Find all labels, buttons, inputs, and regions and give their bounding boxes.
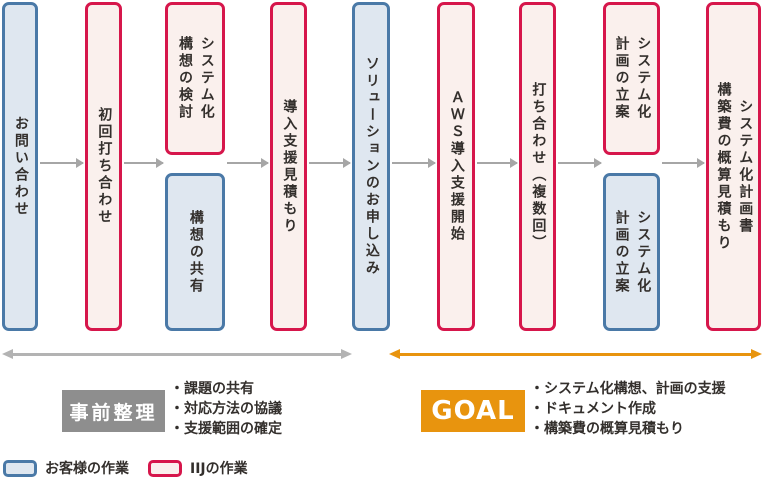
step-text: お問い合わせ bbox=[9, 116, 31, 218]
step-text-line: お問い合わせ bbox=[12, 115, 29, 218]
step-box-solution-apply: ソリューションのお申し込み bbox=[352, 2, 390, 331]
pre-phase-range-double-arrow-icon bbox=[2, 349, 352, 359]
arrow-right-icon bbox=[309, 158, 351, 168]
step-text-line: ソリューションのお申し込み bbox=[363, 56, 380, 277]
goal-phase-label: GOAL bbox=[421, 390, 525, 432]
step-text: 構想の共有 bbox=[184, 210, 206, 295]
step-text-line: 構想の検討 bbox=[177, 36, 193, 121]
step-text: システム化 構想の検討 bbox=[173, 36, 216, 121]
step-text-line: 打ち合わせ（複数回） bbox=[530, 81, 547, 252]
step-box-plan-draft-iij: システム化 計画の立案 bbox=[603, 2, 660, 155]
step-box-plan-draft-customer: システム化 計画の立案 bbox=[603, 173, 660, 331]
step-text: 打ち合わせ（複数回） bbox=[527, 82, 549, 252]
bullet-item: ・システム化構想、計画の支援 bbox=[530, 381, 726, 397]
customer-work-label: お客様の作業 bbox=[45, 461, 129, 477]
iij-work-label: IIJの作業 bbox=[190, 461, 248, 477]
arrow-right-icon bbox=[392, 158, 436, 168]
pre-phase-label: 事前整理 bbox=[62, 390, 165, 432]
step-box-first-meeting: 初回打ち合わせ bbox=[85, 2, 122, 331]
step-text-line: 構想の共有 bbox=[187, 209, 204, 295]
step-box-meetings-multiple: 打ち合わせ（複数回） bbox=[519, 2, 556, 331]
bullet-item: ・対応方法の協議 bbox=[170, 401, 282, 417]
step-box-concept-share: 構想の共有 bbox=[165, 173, 225, 331]
legend: お客様の作業 IIJの作業 bbox=[3, 458, 267, 478]
step-text-line: 導入支援見積もり bbox=[281, 98, 298, 235]
pre-phase-bullets: ・課題の共有 ・対応方法の協議 ・支援範囲の確定 bbox=[170, 379, 282, 439]
step-box-support-estimate: 導入支援見積もり bbox=[270, 2, 307, 331]
step-text-line: 構築費の概算見積もり bbox=[715, 81, 732, 252]
arrow-right-icon bbox=[40, 158, 84, 168]
step-text: システム化 計画の立案 bbox=[610, 210, 653, 295]
step-box-aws-support-start: ＡＷＳ導入支援開始 bbox=[437, 2, 475, 331]
goal-phase-bullets: ・システム化構想、計画の支援 ・ドキュメント作成 ・構築費の概算見積もり bbox=[530, 379, 726, 439]
step-text-line: システム化 bbox=[635, 209, 652, 295]
bullet-item: ・構築費の概算見積もり bbox=[530, 421, 684, 437]
arrow-right-icon bbox=[227, 158, 269, 168]
step-box-concept-study: システム化 構想の検討 bbox=[165, 2, 225, 155]
step-text: システム化 計画の立案 bbox=[610, 36, 653, 121]
step-text: ソリューションのお申し込み bbox=[360, 56, 382, 277]
arrow-right-icon bbox=[477, 158, 518, 168]
step-text-line: システム化計画書 bbox=[737, 98, 754, 235]
step-text-line: ＡＷＳ導入支援開始 bbox=[448, 90, 465, 243]
arrow-right-icon bbox=[124, 158, 164, 168]
bullet-item: ・ドキュメント作成 bbox=[530, 401, 656, 417]
step-text-line: システム化 bbox=[198, 36, 215, 121]
step-text: 初回打ち合わせ bbox=[93, 107, 115, 226]
step-text-line: システム化 bbox=[635, 36, 652, 121]
bullet-item: ・課題の共有 bbox=[170, 381, 254, 397]
step-text-line: 初回打ち合わせ bbox=[96, 107, 113, 226]
step-text-line: 計画の立案 bbox=[613, 36, 630, 121]
customer-work-swatch bbox=[3, 459, 37, 477]
step-text-line: 計画の立案 bbox=[613, 209, 630, 295]
iij-work-swatch bbox=[148, 459, 182, 477]
step-text: ＡＷＳ導入支援開始 bbox=[445, 90, 467, 243]
arrow-right-icon bbox=[558, 158, 602, 168]
goal-phase-range-double-arrow-icon bbox=[389, 349, 762, 359]
arrow-right-icon bbox=[662, 158, 705, 168]
step-box-deliverables: システム化計画書 構築費の概算見積もり bbox=[706, 2, 761, 331]
step-text: 導入支援見積もり bbox=[278, 99, 300, 235]
bullet-item: ・支援範囲の確定 bbox=[170, 421, 282, 437]
step-box-inquiry: お問い合わせ bbox=[2, 2, 38, 331]
step-text: システム化計画書 構築費の概算見積もり bbox=[712, 82, 755, 252]
